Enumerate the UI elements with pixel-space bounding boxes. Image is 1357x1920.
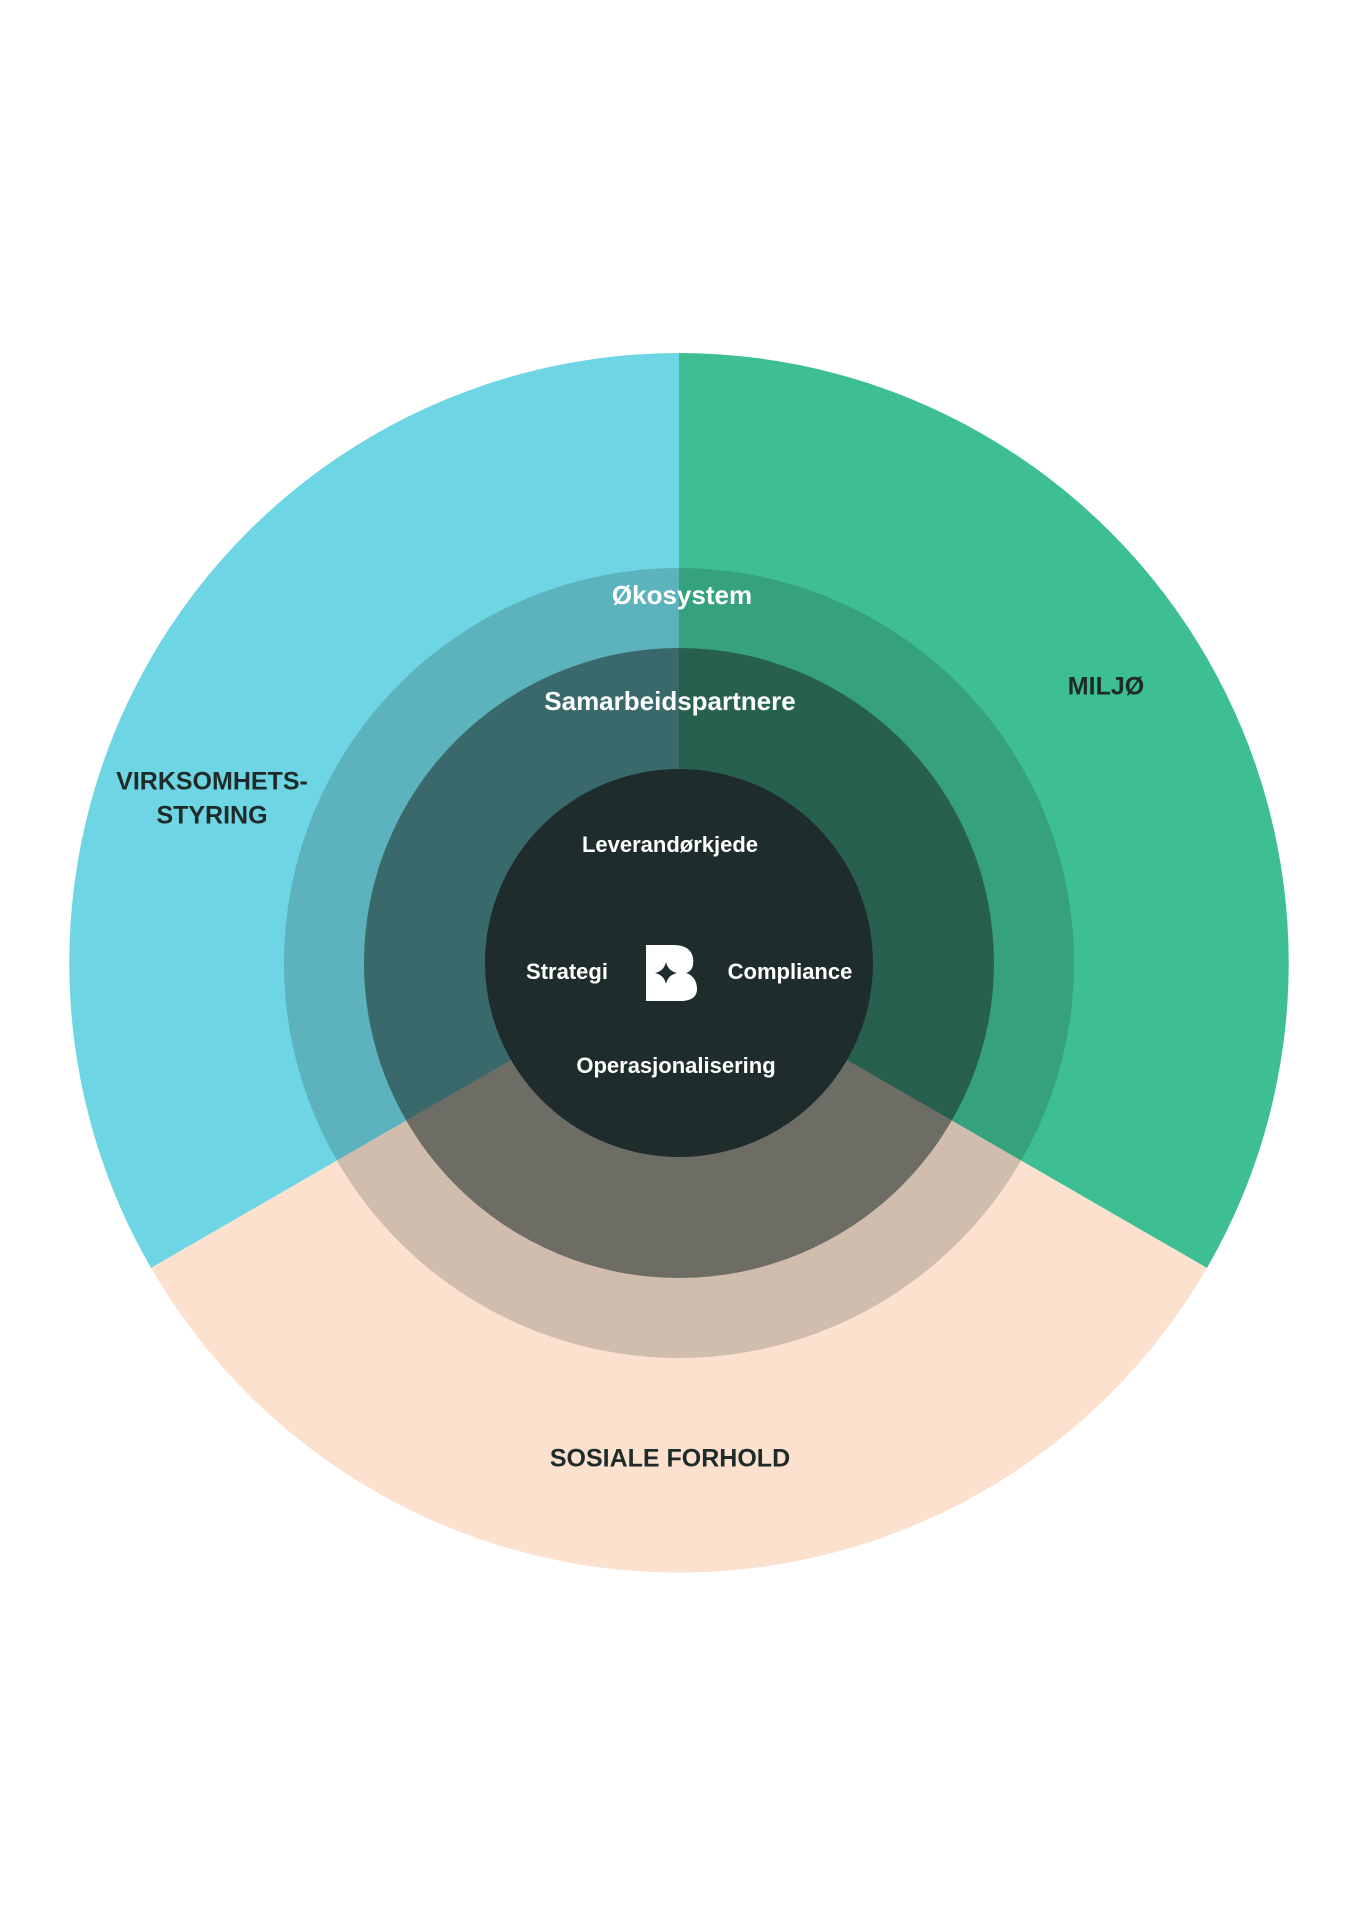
governance-label: VIRKSOMHETS-: [116, 768, 308, 796]
operationalization-label: Operasjonalisering: [576, 1053, 775, 1078]
governance-label-line2: STYRING: [156, 802, 267, 830]
compliance-label: Compliance: [728, 959, 853, 984]
social-label: SOSIALE FORHOLD: [550, 1445, 790, 1473]
supply-chain-label: Leverandørkjede: [582, 832, 758, 857]
b-star-logo-icon: [646, 945, 697, 1001]
strategy-label: Strategi: [526, 959, 608, 984]
partners-ring-label: Samarbeidspartnere: [544, 686, 795, 716]
ecosystem-ring-label: Økosystem: [612, 580, 752, 610]
environment-label: MILJØ: [1068, 673, 1144, 701]
